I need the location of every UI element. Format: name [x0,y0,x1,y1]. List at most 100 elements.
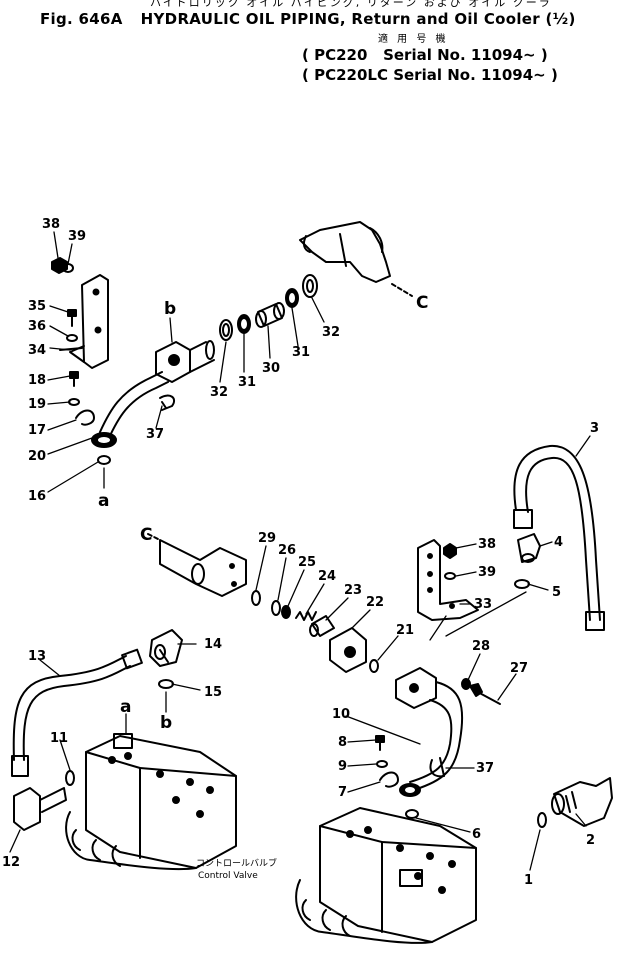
japanese-title: ハイドロリック オイル パイピング, リターン および オイル クーラ [150,0,552,9]
oring-29 [251,590,261,606]
washer-36 [66,334,78,342]
seal-32-left [219,319,233,341]
washer-28 [461,678,471,690]
washer-39b [444,572,456,580]
label-31-left: 31 [238,375,256,390]
clamp-37 [159,394,176,411]
label-29: 29 [258,531,276,546]
pipe-c [147,533,247,597]
label-27: 27 [510,661,528,676]
label-21: 21 [396,623,414,638]
clamp-7 [379,771,399,788]
label-14: 14 [204,637,222,652]
oring-5 [514,579,530,589]
control-valve-right [295,807,477,944]
label-11: 11 [50,731,68,746]
label-32-right: 32 [322,325,340,340]
elbow-12 [13,787,67,831]
bolt-27 [469,683,501,705]
bolt-8 [375,735,385,751]
callout-b-lower: b [160,713,172,733]
callout-a-lower: a [120,697,131,717]
label-7: 7 [338,785,347,800]
oring-15 [158,679,174,689]
bolt-18 [69,371,79,387]
elbow-14 [149,629,183,667]
oring-21 [369,659,379,673]
figure-heading: HYDRAULIC OIL PIPING, Return and Oil Coo… [140,10,576,28]
nut-38b [443,543,457,559]
label-38: 38 [42,217,60,232]
adapter-4 [517,533,541,563]
label-9: 9 [338,759,347,774]
hose-3 [513,444,605,631]
model-line-1: ( PC220 Serial No. 11094~ ) [302,46,548,64]
label-3: 3 [590,421,599,436]
label-30: 30 [262,361,280,376]
ring-25 [281,605,291,619]
callout-c-upper: C [416,293,428,313]
label-33: 33 [474,597,492,612]
label-10: 10 [332,707,350,722]
elbow-2 [551,777,613,827]
oring-26 [271,600,281,616]
callout-c-lower: C [140,525,152,545]
seal-31-left [237,314,251,334]
tee-fitting-upper [299,221,413,297]
label-31-right: 31 [292,345,310,360]
label-28: 28 [472,639,490,654]
leader-lines [9,231,591,871]
pipe-10 [395,667,464,797]
label-35: 35 [28,299,46,314]
seal-31-right [285,288,299,308]
washer-9 [376,760,388,768]
label-19: 19 [28,397,46,412]
label-32-left: 32 [210,385,228,400]
label-6: 6 [472,827,481,842]
label-13: 13 [28,649,46,664]
model-name: PC220LC [314,66,388,84]
model-serial: Serial No. 11094~ [383,46,536,64]
label-8: 8 [338,735,347,750]
oring-6 [405,809,419,819]
label-23: 23 [344,583,362,598]
hose-13 [11,648,143,777]
control-valve-label-jp: コントロールバルブ [196,857,277,869]
label-39: 39 [68,229,86,244]
control-valve-label-en: Control Valve [198,871,258,881]
sleeve-30 [255,302,285,328]
model-name: PC220 [314,46,368,64]
spring-24 [295,611,317,621]
header: ハイドロリック オイル パイピング, リターン および オイル クーラ Fig.… [0,0,621,100]
bolt-35 [67,309,77,327]
label-34: 34 [28,343,46,358]
bracket-upper [59,274,109,369]
label-39b: 39 [478,565,496,580]
oring-16 [97,455,111,465]
clamp-37b [429,757,445,778]
label-12: 12 [2,855,20,870]
seal-32-right [302,274,318,298]
label-16: 16 [28,489,46,504]
figure-number: Fig. 646A [40,10,123,28]
label-37: 37 [146,427,164,442]
label-26: 26 [278,543,296,558]
clamp-17 [75,409,95,426]
label-5: 5 [552,585,561,600]
label-22: 22 [366,595,384,610]
callout-a-upper: a [98,491,109,511]
model-line-2: ( PC220LC Serial No. 11094~ ) [302,66,558,84]
label-2: 2 [586,833,595,848]
callout-b-upper: b [164,299,176,319]
label-20: 20 [28,449,46,464]
figure-title: Fig. 646A HYDRAULIC OIL PIPING, Return an… [40,10,594,28]
label-18: 18 [28,373,46,388]
applicable-label: 適 用 号 機 [378,34,449,45]
label-1: 1 [524,873,533,888]
block-22 [329,627,367,673]
callout-letters: b a C C a b [98,293,428,733]
part-labels: 38 39 35 3 6 34 18 19 1 7 20 16 37 32 31 3… [2,217,599,888]
valve-23 [309,615,335,637]
oring-1 [537,812,547,828]
